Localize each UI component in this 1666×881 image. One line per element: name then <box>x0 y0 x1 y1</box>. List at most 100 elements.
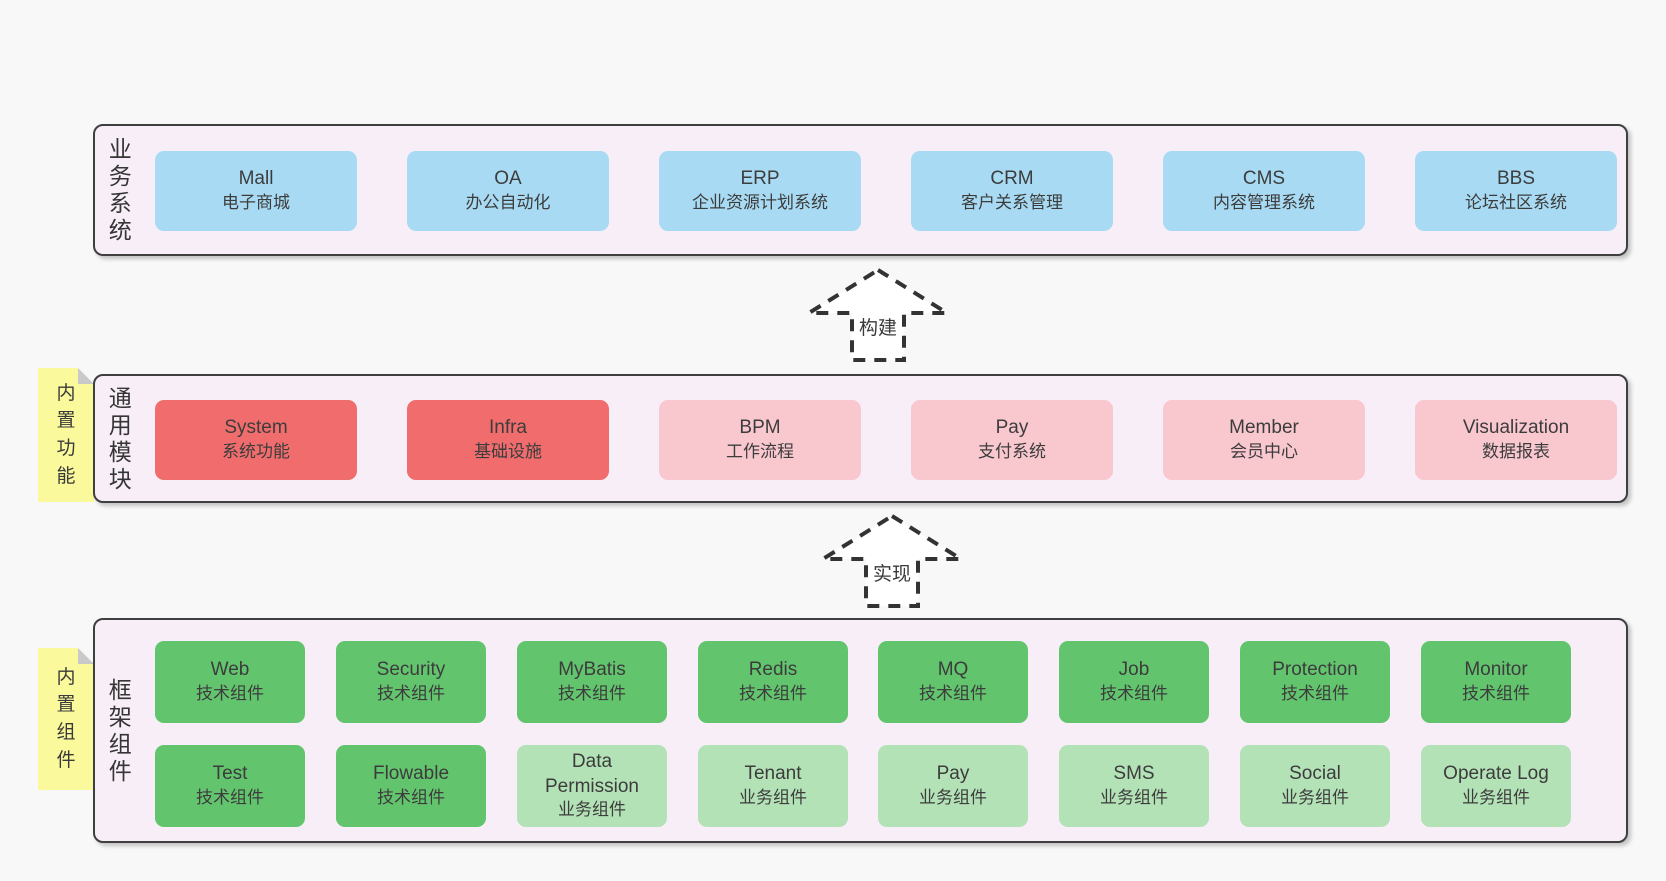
box-subtitle: 技术组件 <box>1100 683 1168 703</box>
arrow-up-icon <box>820 513 964 608</box>
box-protection: Protection 技术组件 <box>1240 641 1390 723</box>
sticky-label: 内置功能 <box>56 382 76 487</box>
box-subtitle: 系统功能 <box>222 441 290 461</box>
build-arrow: 构建 <box>806 267 950 363</box>
box-monitor: Monitor 技术组件 <box>1421 641 1571 723</box>
box-pay: Pay 支付系统 <box>911 400 1113 480</box>
box-web: Web 技术组件 <box>155 641 305 723</box>
box-title: Tenant <box>744 763 802 785</box>
box-oa: OA 办公自动化 <box>407 151 609 231</box>
section-label-common-modules: 通用模块 <box>108 384 132 492</box>
sticky-built-in-components: 内置组件 <box>38 648 94 790</box>
arrow-label: 实现 <box>870 564 913 585</box>
box-crm: CRM 客户关系管理 <box>911 151 1113 231</box>
box-subtitle: 业务组件 <box>558 800 626 820</box>
box-title: Social <box>1289 763 1341 785</box>
box-subtitle: 客户关系管理 <box>961 192 1063 212</box>
box-visualization: Visualization 数据报表 <box>1415 400 1617 480</box>
box-subtitle: 技术组件 <box>1281 683 1349 703</box>
section-framework-components: 框架组件 Web 技术组件 Security 技术组件 MyBatis 技术组件… <box>93 618 1628 843</box>
box-subtitle: 企业资源计划系统 <box>692 192 828 212</box>
box-title: Visualization <box>1462 417 1570 439</box>
box-title: MyBatis <box>558 659 626 681</box>
box-subtitle: 业务组件 <box>1462 787 1530 807</box>
box-title: Member <box>1229 417 1299 439</box>
box-title: Data Permission <box>545 750 639 797</box>
box-title: CRM <box>990 168 1034 190</box>
box-subtitle: 技术组件 <box>558 683 626 703</box>
box-title: Job <box>1118 659 1150 681</box>
box-member: Member 会员中心 <box>1163 400 1365 480</box>
box-bpm: BPM 工作流程 <box>659 400 861 480</box>
box-mybatis: MyBatis 技术组件 <box>517 641 667 723</box>
box-subtitle: 数据报表 <box>1482 441 1550 461</box>
section-business-systems: 业务系统 Mall 电子商城 OA 办公自动化 ERP 企业资源计划系统 CRM… <box>93 124 1628 256</box>
box-title: SMS <box>1113 763 1155 785</box>
box-title: Protection <box>1272 659 1358 681</box>
box-title: Flowable <box>372 763 450 785</box>
box-flowable: Flowable 技术组件 <box>336 745 486 827</box>
box-title: Web <box>210 659 250 681</box>
box-subtitle: 业务组件 <box>739 787 807 807</box>
box-title: Test <box>212 763 248 785</box>
box-subtitle: 技术组件 <box>196 787 264 807</box>
box-subtitle: 技术组件 <box>377 787 445 807</box>
box-subtitle: 技术组件 <box>196 683 264 703</box>
box-subtitle: 办公自动化 <box>465 192 551 212</box>
box-test: Test 技术组件 <box>155 745 305 827</box>
sticky-built-in-features: 内置功能 <box>38 368 94 502</box>
box-system: System 系统功能 <box>155 400 357 480</box>
box-tenant: Tenant 业务组件 <box>698 745 848 827</box>
box-subtitle: 技术组件 <box>739 683 807 703</box>
box-security: Security 技术组件 <box>336 641 486 723</box>
box-title: MQ <box>937 659 969 681</box>
box-mall: Mall 电子商城 <box>155 151 357 231</box>
section-label-business-systems: 业务系统 <box>108 135 132 244</box>
box-title: Operate Log <box>1443 763 1549 785</box>
box-title: Monitor <box>1464 659 1528 681</box>
box-bbs: BBS 论坛社区系统 <box>1415 151 1617 231</box>
box-data-permission: Data Permission 业务组件 <box>517 745 667 827</box>
section-common-modules: 通用模块 System 系统功能 Infra 基础设施 BPM 工作流程 Pay… <box>93 374 1628 503</box>
box-title: BBS <box>1496 168 1536 190</box>
box-subtitle: 业务组件 <box>919 787 987 807</box>
box-operate-log: Operate Log 业务组件 <box>1421 745 1571 827</box>
box-subtitle: 技术组件 <box>1462 683 1530 703</box>
box-title: Security <box>376 659 446 681</box>
box-title: Pay <box>995 417 1029 439</box>
box-subtitle: 电子商城 <box>222 192 290 212</box>
box-subtitle: 支付系统 <box>978 441 1046 461</box>
section-label-framework-components: 框架组件 <box>108 676 132 784</box>
arrow-label: 构建 <box>856 318 899 339</box>
box-title: ERP <box>740 168 780 190</box>
box-cms: CMS 内容管理系统 <box>1163 151 1365 231</box>
box-subtitle: 会员中心 <box>1230 441 1298 461</box>
box-subtitle: 基础设施 <box>474 441 542 461</box>
box-infra: Infra 基础设施 <box>407 400 609 480</box>
box-sms: SMS 业务组件 <box>1059 745 1209 827</box>
box-title: Pay <box>936 763 970 785</box>
box-subtitle: 论坛社区系统 <box>1465 192 1567 212</box>
box-mq: MQ 技术组件 <box>878 641 1028 723</box>
box-pay-business: Pay 业务组件 <box>878 745 1028 827</box>
box-title: Mall <box>238 168 274 190</box>
box-subtitle: 工作流程 <box>726 441 794 461</box>
sticky-label: 内置组件 <box>56 666 76 771</box>
box-erp: ERP 企业资源计划系统 <box>659 151 861 231</box>
box-social: Social 业务组件 <box>1240 745 1390 827</box>
box-subtitle: 业务组件 <box>1100 787 1168 807</box>
box-title: BPM <box>739 417 781 439</box>
box-title: Redis <box>748 659 798 681</box>
arrow-up-icon <box>806 267 950 362</box>
implement-arrow: 实现 <box>820 513 964 609</box>
box-subtitle: 内容管理系统 <box>1213 192 1315 212</box>
box-title: OA <box>494 168 522 190</box>
box-subtitle: 技术组件 <box>377 683 445 703</box>
box-redis: Redis 技术组件 <box>698 641 848 723</box>
box-subtitle: 技术组件 <box>919 683 987 703</box>
box-title: Infra <box>488 417 528 439</box>
box-job: Job 技术组件 <box>1059 641 1209 723</box>
box-title: CMS <box>1242 168 1286 190</box>
box-title: System <box>224 417 288 439</box>
